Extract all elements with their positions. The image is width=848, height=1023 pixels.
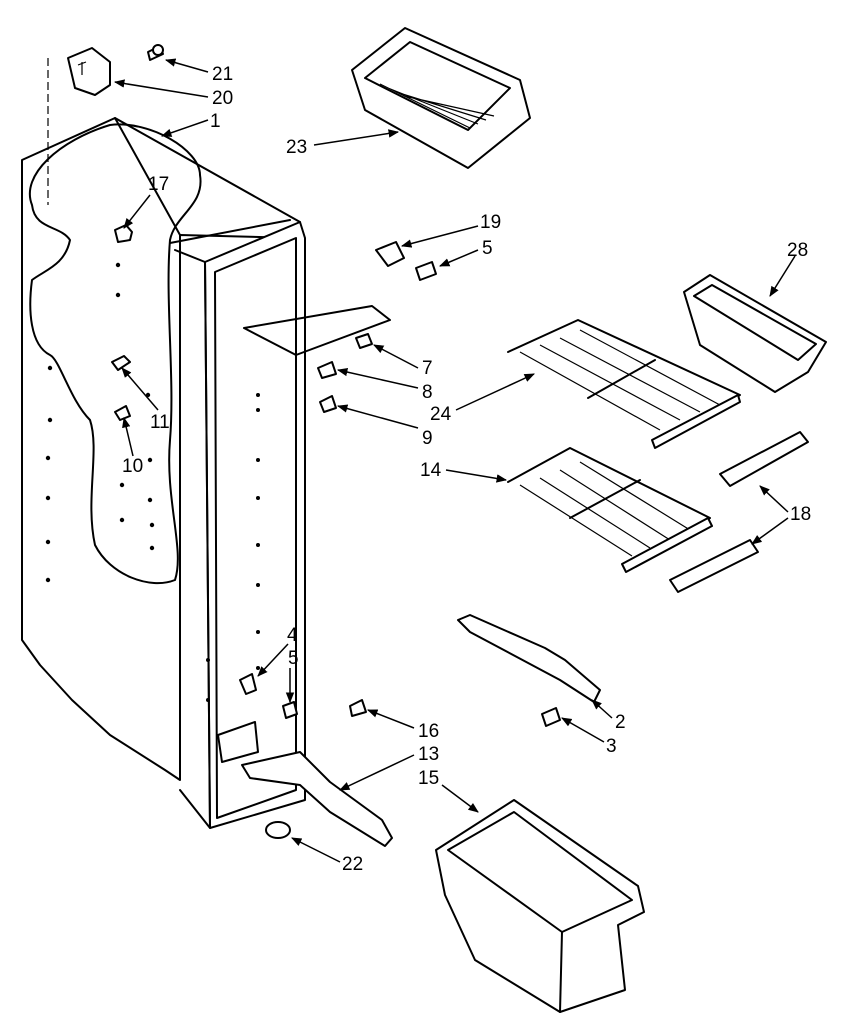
callout-16: 16 xyxy=(418,721,439,742)
callout-1: 1 xyxy=(210,111,221,132)
callout-5-lower: 5 xyxy=(288,648,299,669)
crisper-support-13 xyxy=(241,751,393,847)
shelf-24 xyxy=(507,319,741,449)
light-shield-area xyxy=(243,305,391,356)
callout-19: 19 xyxy=(480,212,501,233)
callout-17: 17 xyxy=(148,174,169,195)
callout-labels: 21 20 1 17 23 19 5 28 7 8 24 9 11 10 14 … xyxy=(122,64,811,875)
callout-23: 23 xyxy=(286,137,307,158)
callout-24: 24 xyxy=(430,404,452,425)
trim-strip-18-lower xyxy=(669,539,759,593)
shelf-support-10 xyxy=(114,405,131,421)
liner-holes xyxy=(45,262,155,583)
cabinet-liner xyxy=(21,58,301,781)
screw-5-upper xyxy=(415,261,437,281)
callout-3: 3 xyxy=(606,736,617,757)
crisper-drawer-15 xyxy=(435,799,645,1013)
bracket-4 xyxy=(239,673,257,695)
callout-20: 20 xyxy=(212,88,233,109)
callout-18: 18 xyxy=(790,504,811,525)
callout-22: 22 xyxy=(342,854,363,875)
shelf-bin-23 xyxy=(351,27,531,169)
callout-4: 4 xyxy=(287,625,298,646)
thermostat-housing-20 xyxy=(67,47,111,96)
leader-lines xyxy=(113,58,796,863)
plug-22 xyxy=(265,821,291,839)
callout-28: 28 xyxy=(787,240,808,261)
breaker-strip-frame xyxy=(174,221,306,829)
shelf-support-11 xyxy=(111,355,131,371)
callout-11: 11 xyxy=(150,412,170,433)
callout-9: 9 xyxy=(422,428,433,449)
callout-7: 7 xyxy=(422,358,433,379)
crisper-rail-2 xyxy=(457,614,601,703)
callout-21: 21 xyxy=(212,64,233,85)
shelf-14 xyxy=(507,447,713,573)
callout-15: 15 xyxy=(418,768,439,789)
door-bin-28 xyxy=(683,274,827,393)
screw-16 xyxy=(349,699,367,717)
bracket-8 xyxy=(317,361,337,379)
light-socket-19 xyxy=(375,241,405,267)
screw-5-lower xyxy=(282,701,298,719)
callout-2: 2 xyxy=(615,712,626,733)
bracket-7 xyxy=(355,333,373,349)
callout-10: 10 xyxy=(122,456,143,477)
callout-5-upper: 5 xyxy=(482,238,493,259)
callout-13: 13 xyxy=(418,744,439,765)
screw-21 xyxy=(147,44,164,61)
trim-strip-18-upper xyxy=(719,431,809,487)
callout-8: 8 xyxy=(422,382,433,403)
screw-3 xyxy=(541,707,561,727)
callout-14: 14 xyxy=(420,460,442,481)
bracket-9 xyxy=(319,395,337,413)
